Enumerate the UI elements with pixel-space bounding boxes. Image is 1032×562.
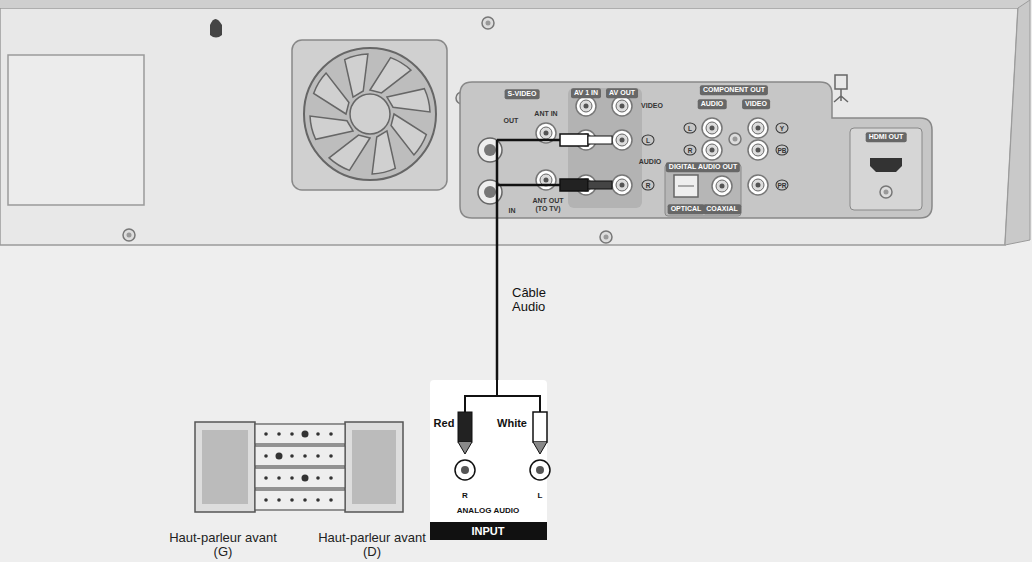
cable-label: Câble Audio <box>511 285 573 316</box>
stereo-knob <box>316 454 320 458</box>
jack-label: ANT IN <box>534 110 557 118</box>
stereo-knob <box>264 498 268 502</box>
jack-label: R <box>642 180 655 191</box>
jack-label: L <box>642 135 655 146</box>
stereo-knob <box>290 454 294 458</box>
stereo-knob <box>264 432 268 436</box>
input-label: Red <box>434 417 455 429</box>
stereo-knob <box>290 476 294 480</box>
jack-label: IN <box>509 207 516 215</box>
jack-label: L <box>684 123 697 134</box>
input-label: ANALOG AUDIO <box>457 507 519 516</box>
jack-label: COMPONENT OUT <box>700 85 768 95</box>
input-label: R <box>462 492 468 501</box>
stereo-knob <box>329 498 333 502</box>
jack-label: PR <box>775 180 788 191</box>
fan-blade <box>345 54 368 97</box>
stereo-knob <box>329 454 333 458</box>
jack-label: Y <box>776 123 789 134</box>
fan-blade <box>370 58 411 93</box>
fan-blade <box>314 73 349 114</box>
jack-label: AUDIO <box>639 158 662 166</box>
jack-label: S-VIDEO <box>505 89 540 99</box>
stereo-knob <box>290 498 294 502</box>
stereo-knob <box>302 475 309 482</box>
input-label: L <box>538 492 543 501</box>
jack-label: AV OUT <box>606 88 638 98</box>
stereo-knob <box>316 476 320 480</box>
stereo-knob <box>329 476 333 480</box>
jack-label: HDMI OUT <box>866 132 907 142</box>
stereo-knob <box>316 498 320 502</box>
stereo-knob <box>303 454 307 458</box>
jack-label: AV 1 IN <box>571 88 601 98</box>
stereo-knob <box>303 498 307 502</box>
jack-label: OUT <box>504 117 519 125</box>
stereo-knob <box>264 476 268 480</box>
stereo-deck <box>255 446 345 466</box>
stereo-deck <box>255 468 345 488</box>
stereo-knob <box>290 432 294 436</box>
stereo-deck <box>255 424 345 444</box>
stereo-deck <box>255 490 345 510</box>
jack-label: PB <box>775 145 788 156</box>
audio-input-panel: Red WhiteR L ANALOG AUDIO INPUT <box>430 380 547 540</box>
stereo-knob <box>316 432 320 436</box>
jack-label: VIDEO <box>742 99 770 109</box>
fan-blade <box>372 131 395 174</box>
stereo-knob <box>302 431 309 438</box>
jack-label: DIGITAL AUDIO OUT <box>666 162 740 172</box>
stereo-knob <box>277 498 281 502</box>
speaker-label: Haut-parleur avant (G) <box>168 531 278 560</box>
jack-label: VIDEO <box>641 102 663 110</box>
input-label: White <box>497 417 527 429</box>
fan-blade <box>387 89 430 112</box>
fan-blade <box>391 114 426 155</box>
jack-label: COAXIAL <box>703 204 741 214</box>
jack-label: ANT OUT (TO TV) <box>528 197 568 212</box>
stereo-knob <box>276 453 283 460</box>
stereo-knob <box>277 432 281 436</box>
stereo-knob <box>277 476 281 480</box>
fan-blade <box>310 116 353 139</box>
jack-label: OPTICAL <box>668 204 705 214</box>
audio-cable <box>496 220 499 380</box>
jack-label: R <box>684 145 697 156</box>
stereo-knob <box>329 432 333 436</box>
speaker-label: Haut-parleur avant (D) <box>317 531 427 560</box>
jack-label: AUDIO <box>698 99 727 109</box>
connector-panel: S-VIDEO OUT IN ANT IN ANT OUT (TO TV) AV 1 IN… <box>460 80 932 220</box>
stereo-knob <box>264 454 268 458</box>
fan-blade <box>329 135 370 170</box>
input-label: INPUT <box>472 525 505 537</box>
